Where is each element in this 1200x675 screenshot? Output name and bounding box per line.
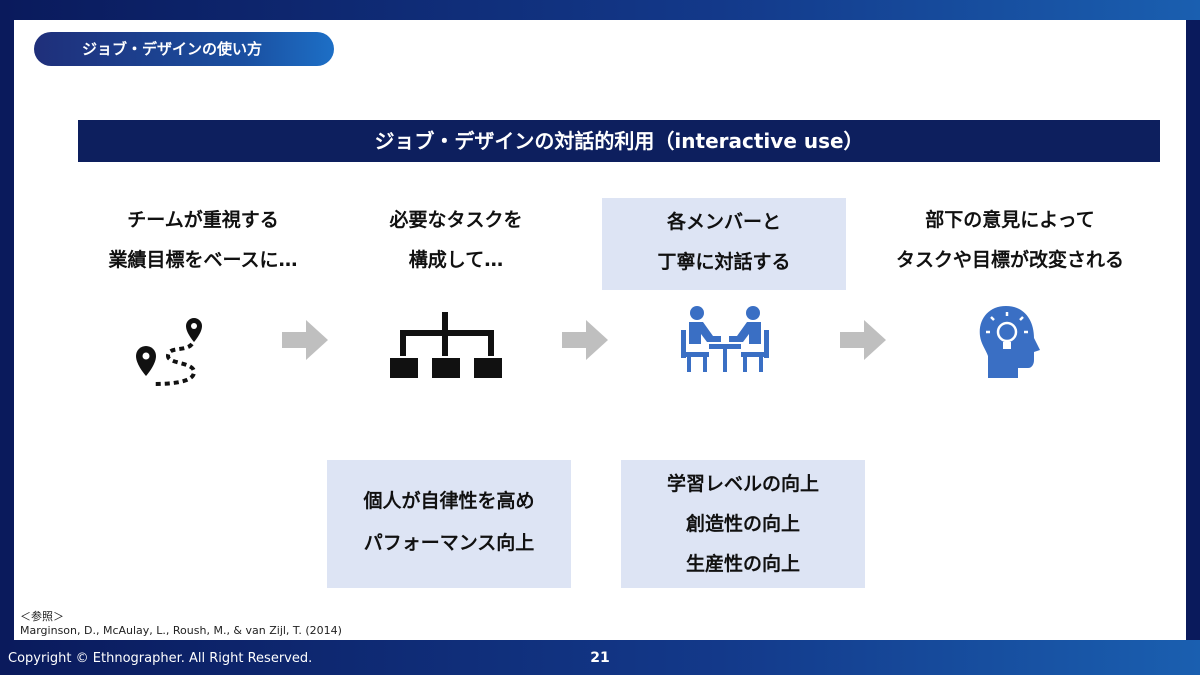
head-lightbulb-icon [979,306,1040,378]
step-2-line1: 必要なタスクを [389,209,523,231]
step-3-text: 各メンバーと 丁寧に対話する [602,198,846,290]
section-label: ジョブ・デザインの使い方 [34,32,334,66]
reference-citation: Marginson, D., McAulay, L., Roush, M., &… [20,624,342,637]
step-4-text: 部下の意見によって タスクや目標が改変される [860,200,1160,280]
footer: Copyright © Ethnographer. All Right Rese… [0,640,1200,675]
diagram-title: ジョブ・デザインの対話的利用（interactive use） [78,120,1160,162]
reference-label: ＜参照＞ [20,610,64,623]
arrow-1-icon [282,320,328,360]
copyright-text: Copyright © Ethnographer. All Right Rese… [8,651,313,666]
step-4-line1: 部下の意見によって [925,209,1095,231]
page-number: 21 [590,650,610,666]
step-1-text: チームが重視する 業績目標をベースに… [78,200,328,280]
outcome-individual: 個人が自律性を高め パフォーマンス向上 [327,460,571,588]
top-bar [0,0,1200,20]
outcome-individual-line1: 個人が自律性を高め [363,490,535,512]
step-2-line2: 構成して… [408,249,504,271]
meeting-people-icon [681,306,769,372]
step-2-text: 必要なタスクを 構成して… [331,200,581,280]
outcome-learning: 学習レベルの向上 [666,473,819,495]
step-3-line1: 各メンバーと [666,211,781,233]
route-map-pin-icon [136,318,202,386]
step-4-line2: タスクや目標が改変される [895,249,1124,271]
arrow-2-icon [562,320,608,360]
step-3-line2: 丁寧に対話する [657,251,791,273]
step-1-line1: チームが重視する [127,209,279,231]
outcome-creativity: 創造性の向上 [685,513,800,535]
arrow-3-icon [840,320,886,360]
outcome-productivity: 生産性の向上 [685,553,800,575]
outcome-individual-line2: パフォーマンス向上 [363,532,535,554]
org-chart-icon [390,312,502,378]
outcome-organization: 学習レベルの向上 創造性の向上 生産性の向上 [621,460,865,588]
slide: ジョブ・デザインの使い方 ジョブ・デザインの対話的利用（interactive … [14,20,1186,640]
step-1-line2: 業績目標をベースに… [108,249,298,271]
